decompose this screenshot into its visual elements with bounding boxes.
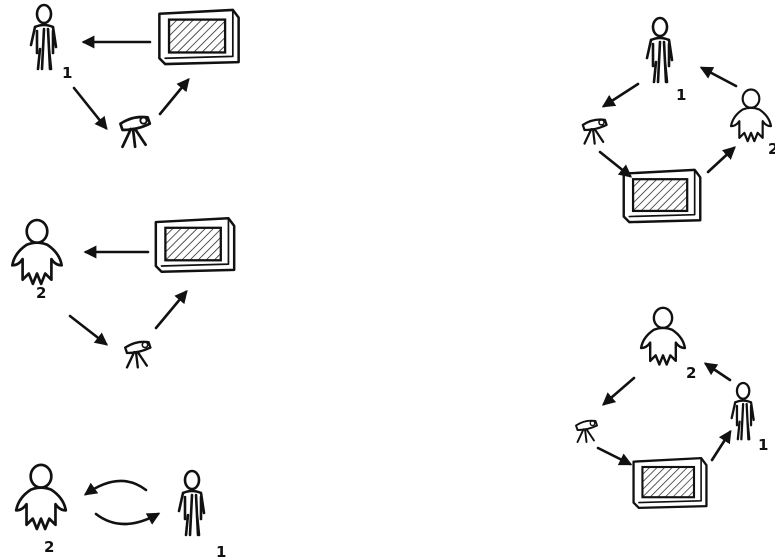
scene-2: 2	[10, 216, 236, 369]
label-2: 2	[768, 140, 775, 158]
camera-icon	[581, 118, 608, 145]
label-1: 1	[216, 543, 226, 557]
scene-1: 1	[29, 3, 240, 149]
person-icon	[639, 306, 687, 366]
arrow-icon	[83, 479, 148, 496]
arrow-icon	[158, 77, 190, 116]
person-icon	[10, 218, 64, 286]
scene-4: 1 2	[581, 16, 775, 224]
arrow-icon	[154, 290, 188, 330]
arrow-icon	[72, 86, 108, 131]
screen-icon	[632, 456, 708, 510]
label-1: 1	[62, 64, 72, 82]
arrow-icon	[601, 82, 640, 108]
person-icon	[177, 469, 206, 537]
arrow-icon	[598, 150, 633, 178]
person-icon	[645, 16, 674, 84]
arrow-icon	[710, 429, 732, 462]
label-2: 2	[44, 538, 54, 556]
camera-icon	[123, 340, 152, 369]
label-1: 1	[758, 436, 768, 454]
screen-icon	[154, 216, 236, 274]
person-icon	[14, 463, 68, 531]
camera-icon	[118, 115, 152, 149]
person-icon	[29, 3, 58, 71]
camera-icon	[574, 419, 599, 444]
arrow-icon	[596, 446, 633, 466]
scene-3: 2 1	[14, 463, 226, 557]
screen-icon	[158, 8, 240, 66]
screen-icon	[622, 168, 702, 224]
label-1: 1	[676, 86, 686, 104]
person-icon	[729, 88, 773, 143]
arrow-icon	[602, 376, 636, 406]
arrow-icon	[703, 362, 732, 382]
arrow-icon	[699, 66, 738, 88]
scene-5: 2 1	[574, 306, 768, 510]
label-2: 2	[686, 364, 696, 382]
arrow-icon	[94, 512, 161, 526]
label-2: 2	[36, 284, 46, 302]
arrow-icon	[706, 146, 736, 174]
person-icon	[730, 381, 756, 441]
arrow-icon	[68, 314, 109, 346]
